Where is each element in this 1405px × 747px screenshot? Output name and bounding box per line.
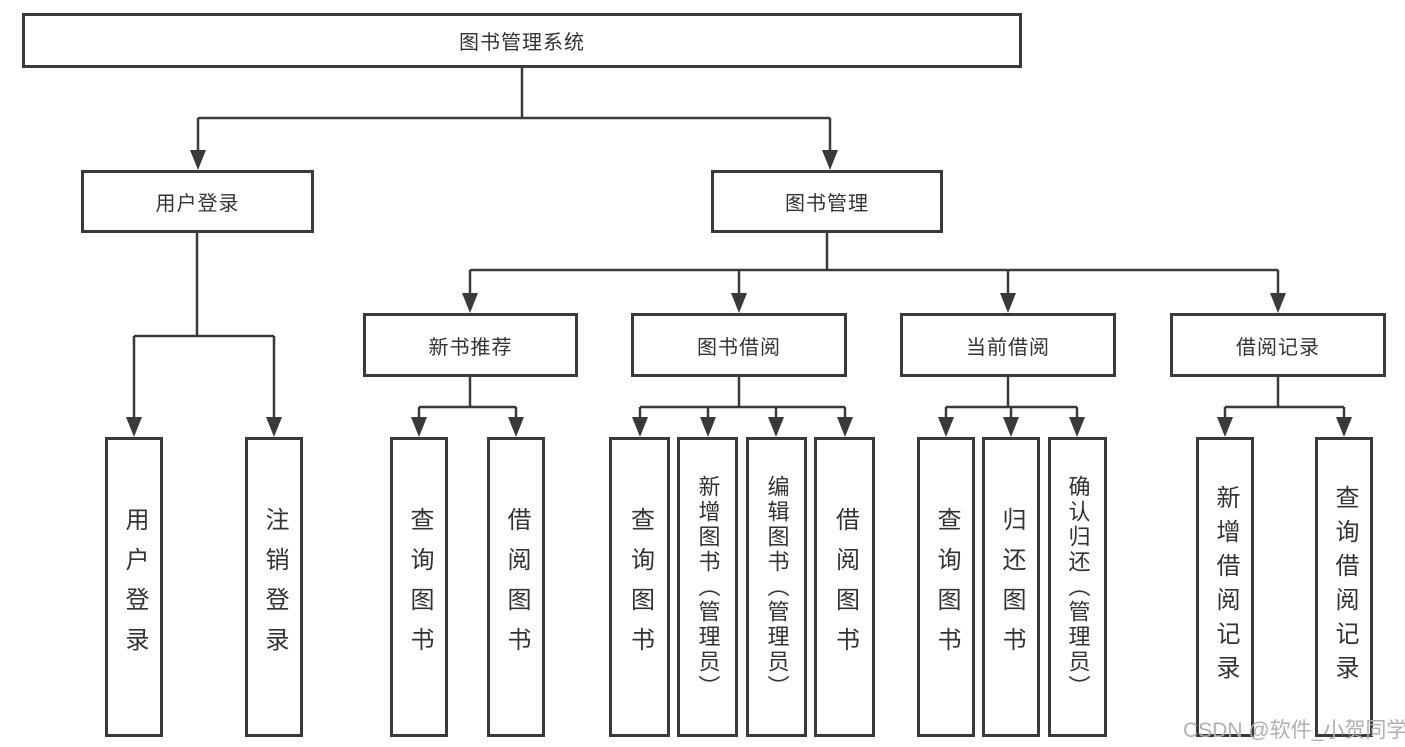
node-leaf-edit-books-admin: 编辑图书（管理员）	[746, 437, 807, 737]
node-leaf-add-borrow-record: 新增借阅记录	[1196, 437, 1254, 737]
node-label: 归还图书	[998, 507, 1025, 667]
node-leaf-logout: 注销登录	[245, 437, 303, 737]
node-leaf-query-books-3: 查询图书	[917, 437, 975, 737]
node-label: 新增借阅记录	[1212, 485, 1239, 689]
node-label: 新书推荐	[428, 336, 513, 359]
node-label: 编辑图书（管理员）	[764, 474, 790, 700]
node-label: 查询借阅记录	[1331, 485, 1358, 689]
node-book-borrowing: 图书借阅	[631, 313, 847, 377]
node-label: 查询图书	[406, 507, 433, 667]
node-label: 查询图书	[626, 507, 654, 667]
node-leaf-return-books: 归还图书	[982, 437, 1040, 737]
node-leaf-query-borrow-record: 查询借阅记录	[1315, 437, 1373, 737]
node-leaf-confirm-return-admin: 确认归还（管理员）	[1048, 437, 1107, 737]
node-label: 当前借阅	[966, 336, 1050, 359]
node-label: 用户登录	[155, 193, 240, 215]
node-leaf-borrow-books-1: 借阅图书	[487, 437, 545, 737]
node-label: 注销登录	[261, 507, 288, 667]
node-leaf-add-books-admin: 新增图书（管理员）	[677, 437, 738, 737]
connector-current	[944, 377, 1079, 419]
node-leaf-query-books-1: 查询图书	[390, 437, 448, 737]
node-book-management: 图书管理	[711, 170, 943, 233]
connector-root	[196, 68, 832, 152]
node-label: 用户登录	[121, 507, 148, 667]
node-label: 图书管理系统	[459, 32, 585, 54]
node-label: 查询图书	[933, 507, 960, 667]
connector-book-management	[468, 233, 1280, 296]
node-label: 新增图书（管理员）	[695, 474, 721, 700]
connector-user-login	[132, 233, 276, 419]
connector-records	[1223, 377, 1346, 419]
node-leaf-query-books-2: 查询图书	[609, 437, 670, 737]
node-current-borrowing: 当前借阅	[900, 313, 1116, 377]
node-label: 确认归还（管理员）	[1065, 474, 1091, 700]
node-leaf-borrow-books-2: 借阅图书	[814, 437, 875, 737]
node-label: 借阅记录	[1236, 336, 1320, 359]
connector-borrow	[638, 377, 847, 419]
node-borrowing-records: 借阅记录	[1170, 313, 1386, 377]
node-label: 图书借阅	[697, 336, 781, 359]
node-label: 图书管理	[785, 193, 869, 215]
node-label: 借阅图书	[503, 507, 530, 667]
node-user-login: 用户登录	[81, 170, 314, 233]
node-new-book-recommend: 新书推荐	[363, 313, 578, 377]
node-library-system: 图书管理系统	[22, 13, 1022, 68]
node-leaf-user-login: 用户登录	[105, 437, 163, 737]
csdn-watermark: CSDN @软件_小贺同学	[1183, 719, 1405, 742]
node-label: 借阅图书	[831, 507, 859, 667]
connector-new-books	[417, 377, 518, 419]
